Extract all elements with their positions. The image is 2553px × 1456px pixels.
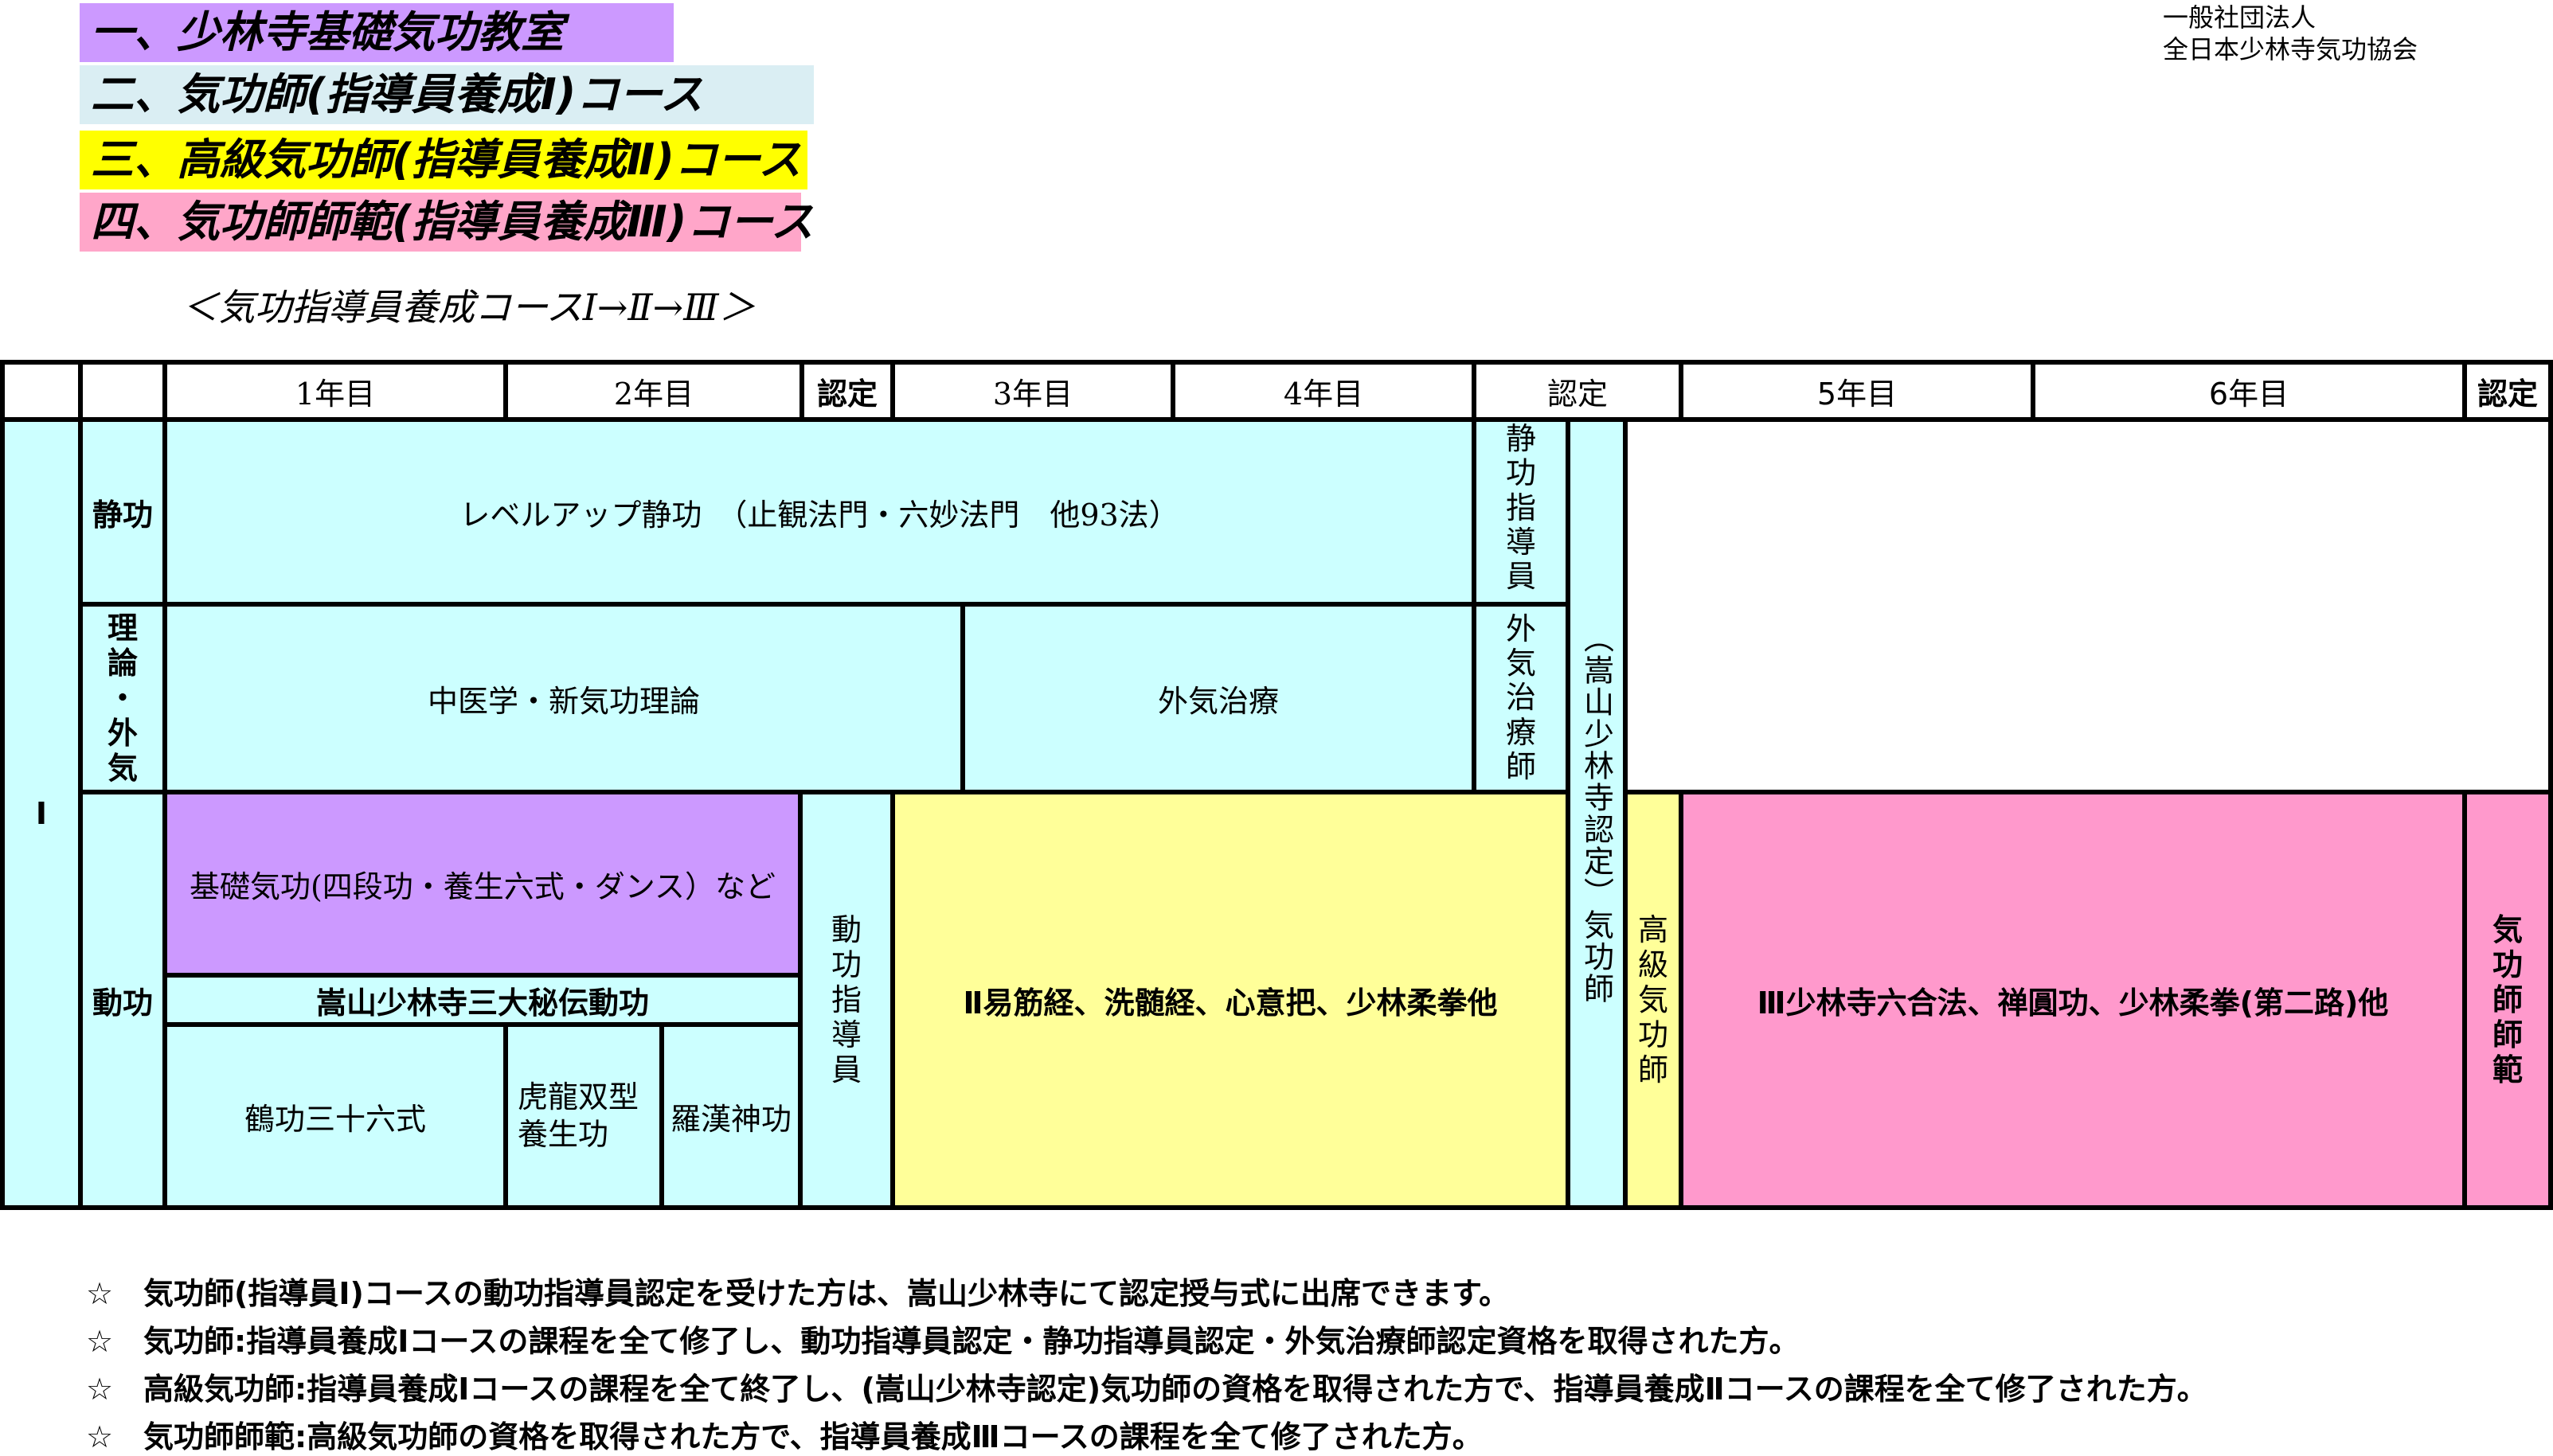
star-icon: ☆ (86, 1419, 114, 1454)
koryu-cell: 虎龍双型 養生功 (503, 1022, 664, 1210)
shihan-char: 気 (2492, 911, 2523, 947)
org-line-2: 全日本少林寺気功協会 (2163, 34, 2418, 64)
gaiki-content-cell: 外気治療 (960, 602, 1476, 794)
doukou-instructor-char: 功 (831, 947, 862, 982)
gaiki-therapist-char: 療 (1505, 714, 1536, 750)
doukou-instructor-cell: 動 功 指 導 員 (798, 790, 895, 1210)
header-blank-1 (0, 360, 83, 422)
seikou-instructor-char: 員 (1505, 559, 1536, 595)
shihan-char: 師 (2492, 1017, 2523, 1053)
kikoushi-cert-cell: （嵩山少林寺認定）気功師 (1566, 417, 1628, 1210)
header-year-5: 5年目 (1679, 360, 2035, 422)
course-heading-3: 三、高級気功師(指導員養成Ⅱ)コース (80, 131, 807, 189)
row-label-seikou: 静功 (78, 417, 167, 607)
footnote-1: ☆ 気功師(指導員Ⅰ)コースの動功指導員認定を受けた方は、嵩山少林寺にて認定授与式… (86, 1269, 1509, 1313)
level-two-content-cell: Ⅱ易筋経、洗髄経、心意把、少林柔拳他 (890, 790, 1570, 1210)
footnote-3: ☆ 高級気功師:指導員養成Ⅰコースの課程を全て終了し、(嵩山少林寺認定)気功師の資… (86, 1364, 2207, 1408)
star-icon: ☆ (86, 1276, 114, 1311)
seikou-instructor-char: 静 (1505, 421, 1536, 456)
hiden-doukou-cell: 嵩山少林寺三大秘伝動功 (162, 973, 803, 1027)
gaiki-therapist-char: 師 (1505, 748, 1536, 784)
shihan-char: 師 (2492, 982, 2523, 1017)
koukyuu-char: 気 (1637, 982, 1668, 1017)
kikoushi-cert-text: （嵩山少林寺認定）気功師 (1578, 623, 1614, 1005)
header-cert-3: 認定 (2462, 360, 2553, 422)
empty-upper-right (1623, 417, 2553, 794)
course-flow-subtitle: ＜気功指導員養成コースⅠ→Ⅱ→Ⅲ＞ (182, 286, 756, 329)
riron-char: 外 (107, 716, 138, 751)
koukyuu-char: 師 (1637, 1052, 1668, 1088)
header-year-3: 3年目 (890, 360, 1175, 422)
course-heading-2: 二、気功師(指導員養成Ⅰ)コース (80, 65, 814, 124)
koukyuu-char: 高 (1637, 911, 1668, 947)
koukyuu-char: 功 (1637, 1017, 1668, 1053)
koryu-line: 虎龍双型 (518, 1079, 639, 1114)
gaiki-therapist-char: 治 (1505, 680, 1536, 716)
level-three-content-cell: Ⅲ少林寺六合法、禅圓功、少林柔拳(第二路)他 (1679, 790, 2467, 1210)
footnote-2: ☆ 気功師:指導員養成Ⅰコースの課程を全て修了し、動功指導員認定・静功指導員認定・… (86, 1317, 1799, 1360)
footnote-text: 気功師:指導員養成Ⅰコースの課程を全て修了し、動功指導員認定・静功指導員認定・外… (143, 1324, 1800, 1359)
level-one-cell: Ⅰ (0, 417, 83, 1210)
footnote-text: 高級気功師:指導員養成Ⅰコースの課程を全て終了し、(嵩山少林寺認定)気功師の資格… (143, 1372, 2207, 1407)
gaiki-therapist-char: 気 (1505, 646, 1536, 681)
header-cert-2: 認定 (1472, 360, 1683, 422)
kiso-kikou-cell: 基礎気功(四段功・養生六式・ダンス）など (162, 790, 803, 978)
seikou-instructor-char: 功 (1505, 455, 1536, 491)
seikou-instructor-stack: 静 功 指 導 員 (1506, 422, 1536, 595)
koryu-line: 養生功 (518, 1117, 609, 1152)
header-year-6: 6年目 (2031, 360, 2467, 422)
footnote-text: 気功師(指導員Ⅰ)コースの動功指導員認定を受けた方は、嵩山少林寺にて認定授与式に… (143, 1276, 1510, 1311)
riron-char: 理 (107, 610, 138, 646)
header-year-4: 4年目 (1171, 360, 1476, 422)
org-line-1: 一般社団法人 (2163, 2, 2316, 33)
star-icon: ☆ (86, 1324, 114, 1359)
star-icon: ☆ (86, 1372, 114, 1407)
gaiki-therapist-cell: 外 気 治 療 師 (1472, 602, 1570, 794)
footnote-4: ☆ 気功師師範:高級気功師の資格を取得された方で、指導員養成Ⅲコースの課程を全て修… (86, 1412, 1483, 1456)
row-label-riron-gaiki: 理 論 ・ 外 気 (78, 602, 167, 794)
shihan-char: 功 (2492, 947, 2523, 982)
seikou-instructor-cell: 静 功 指 導 員 (1472, 417, 1570, 607)
seikou-instructor-char: 指 (1505, 490, 1536, 525)
doukou-instructor-char: 員 (831, 1052, 862, 1088)
course-heading-1: 一、少林寺基礎気功教室 (80, 3, 674, 62)
gaiki-therapist-char: 外 (1505, 611, 1536, 646)
row-label-doukou: 動功 (78, 790, 167, 1210)
riron-content-cell: 中医学・新気功理論 (162, 602, 965, 794)
header-cert-1: 認定 (800, 360, 895, 422)
rakan-cell: 羅漢神功 (659, 1022, 803, 1210)
tsuru-kou-cell: 鶴功三十六式 (162, 1022, 508, 1210)
seikou-content-cell: レベルアップ静功 （止観法門・六妙法門 他93法） (162, 417, 1476, 607)
doukou-instructor-char: 指 (831, 982, 862, 1017)
header-year-2: 2年目 (503, 360, 804, 422)
doukou-instructor-char: 導 (831, 1017, 862, 1053)
koukyuu-stack: 高 級 気 功 師 (1638, 912, 1668, 1087)
doukou-instructor-char: 動 (831, 911, 862, 947)
koukyuu-char: 級 (1637, 947, 1668, 982)
riron-char: ・ (107, 680, 138, 716)
riron-char: 気 (107, 751, 138, 787)
koukyuu-kikoushi-cell: 高 級 気 功 師 (1623, 790, 1683, 1210)
course-heading-4: 四、気功師師範(指導員養成Ⅲ)コース (80, 193, 814, 252)
organization-name: 一般社団法人 全日本少林寺気功協会 (2163, 2, 2418, 65)
footnote-text: 気功師師範:高級気功師の資格を取得された方で、指導員養成Ⅲコースの課程を全て修了… (143, 1419, 1483, 1454)
shihan-char: 範 (2492, 1052, 2523, 1088)
koryu-text: 虎龍双型 養生功 (518, 1079, 639, 1154)
kikoushi-shihan-cell: 気 功 師 師 範 (2462, 790, 2553, 1210)
shihan-stack: 気 功 師 師 範 (2492, 912, 2523, 1087)
riron-gaiki-stack: 理 論 ・ 外 気 (108, 611, 138, 786)
header-blank-2 (78, 360, 167, 422)
header-year-1: 1年目 (162, 360, 508, 422)
seikou-instructor-char: 導 (1505, 524, 1536, 560)
doukou-instructor-stack: 動 功 指 導 員 (831, 912, 862, 1087)
gaiki-therapist-stack: 外 気 治 療 師 (1505, 611, 1536, 785)
riron-char: 論 (107, 645, 138, 681)
